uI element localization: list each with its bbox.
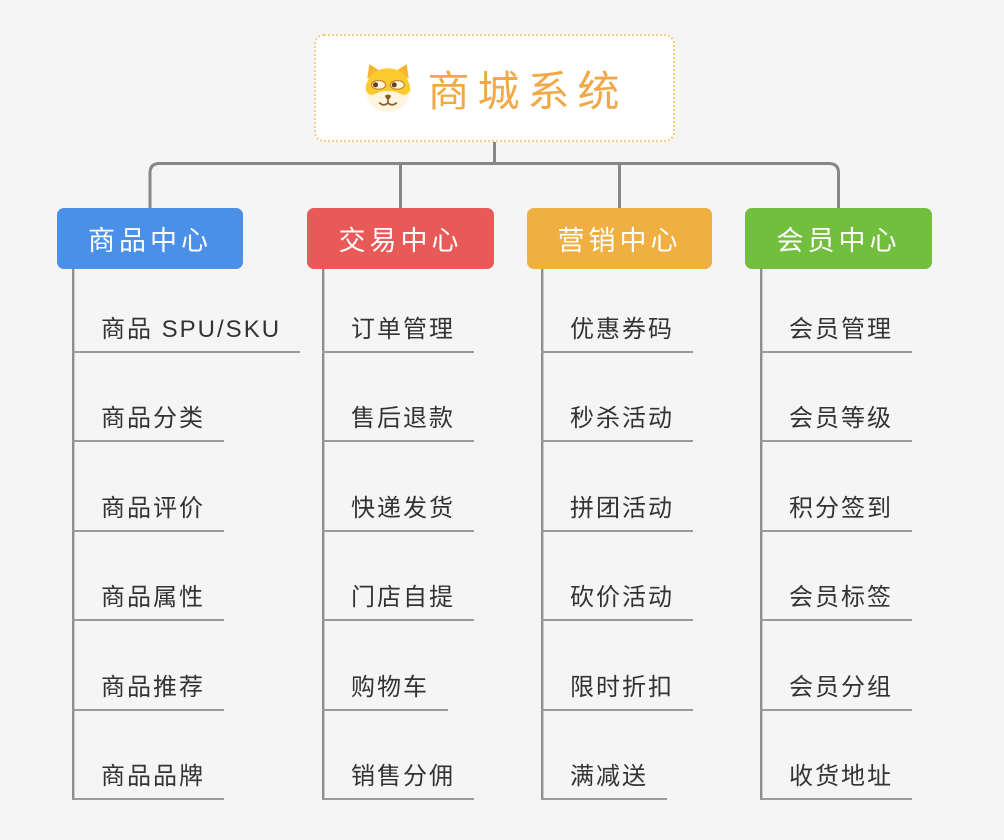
leaf-node[interactable]: 购物车 xyxy=(322,621,448,711)
leaf-node[interactable]: 会员分组 xyxy=(760,621,912,711)
leaf-node[interactable]: 商品品牌 xyxy=(72,711,224,800)
branch-trade-children: 订单管理 售后退款 快递发货 门店自提 购物车 销售分佣 xyxy=(322,263,474,800)
leaf-node[interactable]: 优惠券码 xyxy=(541,263,693,353)
branch-member-center[interactable]: 会员中心 xyxy=(745,208,932,269)
leaf-node[interactable]: 会员等级 xyxy=(760,353,912,442)
leaf-node[interactable]: 会员管理 xyxy=(760,263,912,353)
leaf-node[interactable]: 销售分佣 xyxy=(322,711,474,800)
leaf-node[interactable]: 积分签到 xyxy=(760,442,912,532)
root-node[interactable]: 商城系统 xyxy=(314,34,675,142)
leaf-node[interactable]: 商品推荐 xyxy=(72,621,224,711)
leaf-node[interactable]: 门店自提 xyxy=(322,532,474,621)
root-title: 商城系统 xyxy=(427,67,628,115)
branch-marketing-children: 优惠券码 秒杀活动 拼团活动 砍价活动 限时折扣 满减送 xyxy=(541,263,693,800)
leaf-node[interactable]: 商品属性 xyxy=(72,532,224,621)
leaf-node[interactable]: 商品 SPU/SKU xyxy=(72,263,301,353)
leaf-node[interactable]: 会员标签 xyxy=(760,532,912,621)
leaf-node[interactable]: 快递发货 xyxy=(322,442,474,532)
shiba-dog-icon xyxy=(361,63,415,113)
leaf-node[interactable]: 秒杀活动 xyxy=(541,353,693,442)
branch-trade-center[interactable]: 交易中心 xyxy=(307,208,494,269)
leaf-node[interactable]: 砍价活动 xyxy=(541,532,693,621)
leaf-node[interactable]: 拼团活动 xyxy=(541,442,693,532)
branch-product-center[interactable]: 商品中心 xyxy=(57,208,243,269)
leaf-node[interactable]: 限时折扣 xyxy=(541,621,693,711)
leaf-node[interactable]: 订单管理 xyxy=(322,263,474,353)
leaf-node[interactable]: 收货地址 xyxy=(760,711,912,800)
leaf-node[interactable]: 售后退款 xyxy=(322,353,474,442)
leaf-node[interactable]: 商品分类 xyxy=(72,353,224,442)
branch-member-children: 会员管理 会员等级 积分签到 会员标签 会员分组 收货地址 xyxy=(760,263,912,800)
branch-marketing-center[interactable]: 营销中心 xyxy=(527,208,712,269)
branch-product-children: 商品 SPU/SKU 商品分类 商品评价 商品属性 商品推荐 商品品牌 xyxy=(72,263,301,800)
leaf-node[interactable]: 商品评价 xyxy=(72,442,224,532)
leaf-node[interactable]: 满减送 xyxy=(541,711,667,800)
